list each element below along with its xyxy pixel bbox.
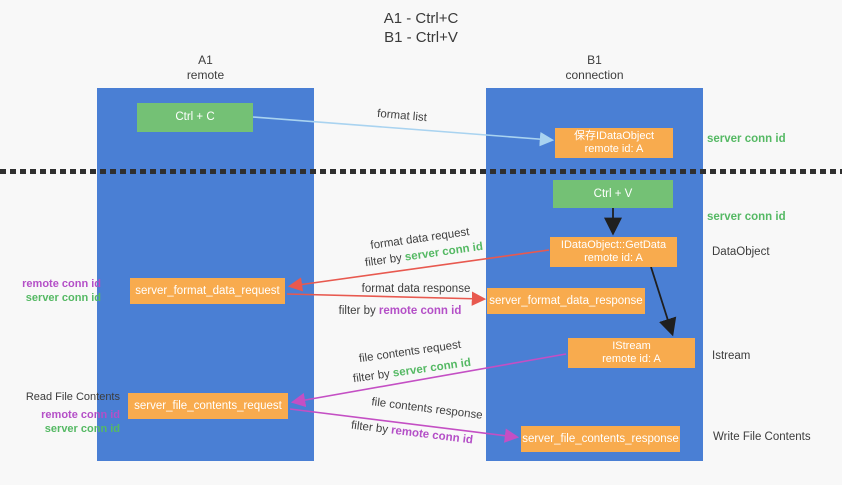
label-server-conn-id-mid: server conn id	[707, 211, 786, 223]
title-line-a1: A1 - Ctrl+C	[383, 10, 459, 27]
label-format-remote-conn-id: remote conn id	[22, 278, 101, 290]
diagram-title: A1 - Ctrl+C B1 - Ctrl+V	[0, 9, 842, 47]
node-istream: IStream remote id: A	[568, 338, 695, 368]
label-write-file-contents: Write File Contents	[713, 431, 811, 443]
arrow-file-contents-response	[289, 408, 520, 443]
node-file-request-label: server_file_contents_request	[134, 399, 282, 412]
filter-by-text: filter by	[338, 305, 379, 317]
node-idataobject-getdata: IDataObject::GetData remote id: A	[550, 237, 677, 267]
label-istream: Istream	[712, 350, 751, 362]
label-dataobject: DataObject	[712, 246, 770, 258]
session-separator-line	[0, 169, 842, 174]
label-format-server-conn-id: server conn id	[25, 292, 101, 304]
label-file-remote-conn-id: remote conn id	[41, 409, 120, 421]
node-ctrl-v: Ctrl + V	[553, 180, 673, 208]
node-server-file-contents-response: server_file_contents_response	[521, 426, 680, 452]
filter-remote-conn-id: remote conn id	[378, 305, 462, 317]
label-format-response-filter: filter by remote conn id	[339, 305, 462, 317]
node-save-idataobject-line1: 保存IDataObject	[573, 130, 655, 142]
title-line-b1: B1 - Ctrl+V	[384, 29, 458, 46]
node-server-format-data-response: server_format_data_response	[487, 288, 645, 314]
node-server-format-data-request: server_format_data_request	[130, 278, 285, 304]
column-b1-role: connection	[565, 68, 624, 82]
node-format-response-label: server_format_data_response	[489, 294, 643, 307]
node-format-request-label: server_format_data_request	[135, 284, 280, 297]
node-server-file-contents-request: server_file_contents_request	[128, 393, 288, 419]
column-a1-name: A1	[198, 53, 213, 67]
arrow-format-data-response	[286, 291, 487, 306]
label-format-data-response: format data response	[361, 283, 471, 295]
column-header-b1: B1 connection	[486, 53, 703, 83]
node-istream-line1: IStream	[612, 340, 651, 352]
node-getdata-line2: remote id: A	[584, 252, 643, 264]
label-read-file-contents: Read File Contents	[25, 391, 120, 403]
label-block-read-file: Read File Contents remote conn id server…	[6, 390, 120, 436]
node-save-idataobject-line2: remote id: A	[584, 143, 644, 155]
arrow-getdata-to-istream	[650, 266, 677, 337]
column-header-a1: A1 remote	[97, 53, 314, 83]
column-a1-role: remote	[186, 68, 225, 82]
node-ctrl-v-label: Ctrl + V	[593, 187, 633, 200]
node-ctrl-c-label: Ctrl + C	[175, 111, 215, 123]
column-b1-name: B1	[587, 53, 602, 67]
arrow-format-list	[252, 116, 555, 147]
node-istream-line2: remote id: A	[602, 353, 661, 365]
label-server-conn-id-top: server conn id	[707, 133, 786, 145]
node-ctrl-c: Ctrl + C	[137, 103, 253, 132]
arrow-file-contents-request	[290, 353, 567, 408]
node-save-idataobject: 保存IDataObject remote id: A	[555, 128, 673, 158]
arrow-format-data-request	[287, 249, 550, 292]
node-file-response-label: server_file_contents_response	[522, 432, 679, 445]
node-getdata-line1: IDataObject::GetData	[560, 239, 667, 251]
label-block-format-conn-ids: remote conn id server conn id	[6, 277, 101, 305]
label-file-server-conn-id: server conn id	[44, 423, 120, 435]
